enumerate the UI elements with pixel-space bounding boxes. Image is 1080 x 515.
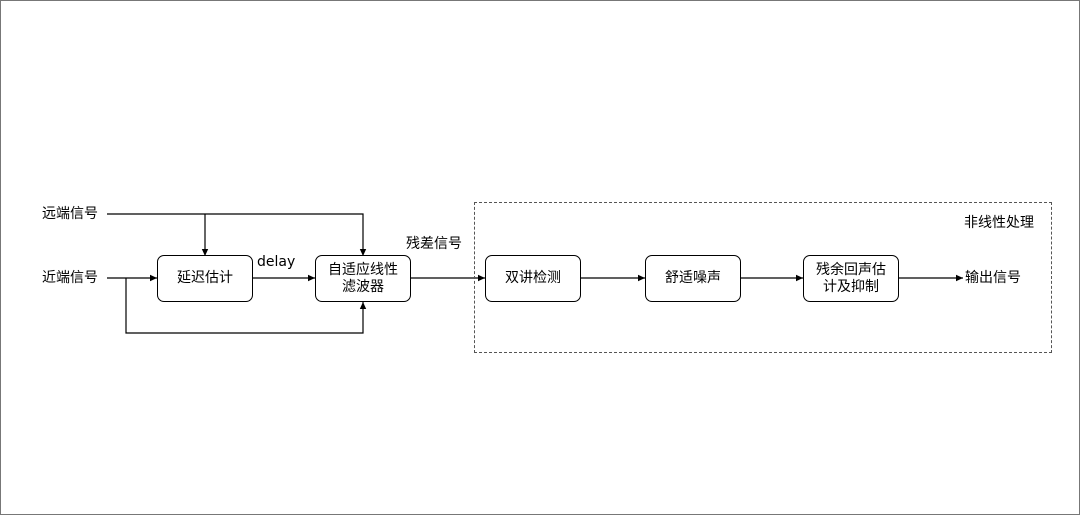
double-talk-detection-block: 双讲检测 <box>485 255 581 302</box>
near-end-to-filter-wire <box>125 278 367 334</box>
near-end-signal-label: 近端信号 <box>42 270 98 286</box>
double-talk-detection-text: 双讲检测 <box>505 270 561 286</box>
comfort-noise-block: 舒适噪声 <box>645 255 741 302</box>
nonlinear-processing-group <box>474 202 1052 353</box>
residual-echo-block: 残余回声估 计及抑制 <box>803 255 899 302</box>
comfort-noise-text: 舒适噪声 <box>665 270 721 286</box>
residual-echo-text-line1: 残余回声估 <box>816 261 886 278</box>
nonlinear-processing-label: 非线性处理 <box>964 215 1034 231</box>
residual-echo-text-line2: 计及抑制 <box>823 278 879 295</box>
delay-estimation-block: 延迟估计 <box>157 255 253 302</box>
residual-signal-label: 残差信号 <box>406 236 462 252</box>
far-end-to-filter-wire <box>107 213 367 256</box>
delay-estimation-text: 延迟估计 <box>177 270 233 286</box>
delay-label: delay <box>257 254 296 270</box>
adaptive-filter-block: 自适应线性 滤波器 <box>315 255 411 302</box>
adaptive-filter-text-line2: 滤波器 <box>342 278 384 295</box>
adaptive-filter-text-line1: 自适应线性 <box>328 261 398 278</box>
output-signal-label: 输出信号 <box>965 270 1021 286</box>
far-end-signal-label: 远端信号 <box>42 206 98 222</box>
